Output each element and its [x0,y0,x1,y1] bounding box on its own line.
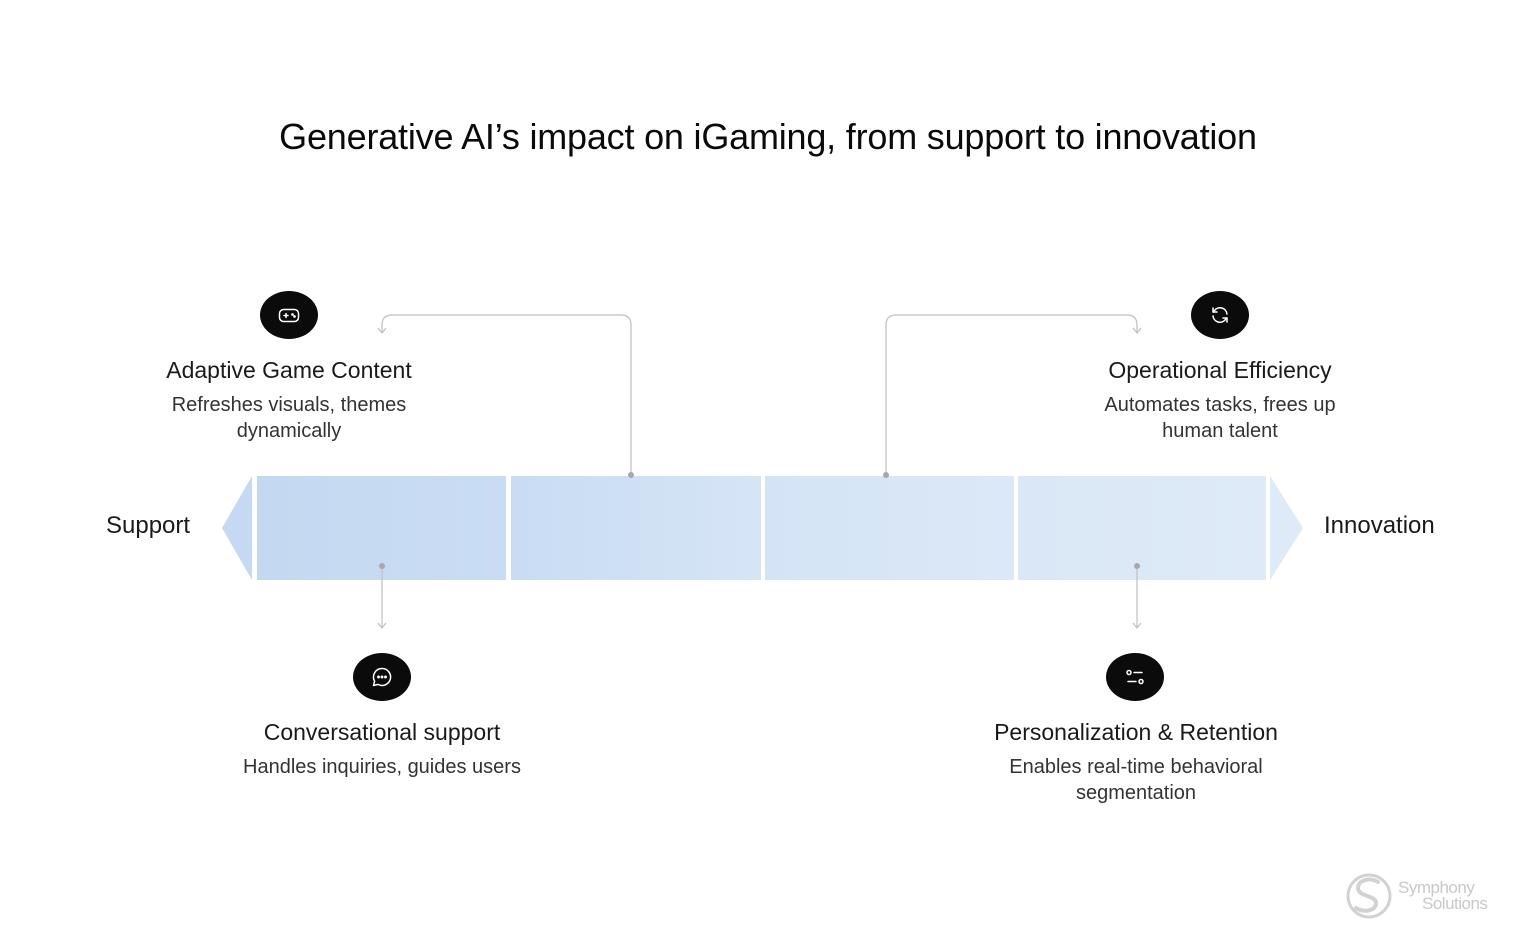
card-conversational-support: Conversational support Handles inquiries… [192,719,572,780]
connector-personalization [1132,566,1142,630]
chat-icon [353,653,411,701]
card-description: Refreshes visuals, themes dynamically [171,394,407,442]
bar-segment-4 [1018,476,1266,580]
connector-adaptive [377,314,632,475]
card-description: Handles inquiries, guides users [243,756,521,778]
logo-line-1: Symphony [1398,878,1475,897]
connector-conversational [377,566,387,630]
card-adaptive-game-content: Adaptive Game Content Refreshes visuals,… [99,357,479,444]
card-title: Operational Efficiency [1108,357,1332,383]
card-operational-efficiency: Operational Efficiency Automates tasks, … [1030,357,1410,444]
end-arrow [1270,476,1303,580]
support-label: Support [106,512,191,539]
company-logo: Symphony Solutions [1344,868,1504,924]
card-title: Adaptive Game Content [166,357,412,383]
gamepad-icon [260,291,318,339]
bar-segment-1 [257,476,506,580]
sliders-icon [1106,653,1164,701]
logo-line-2: Solutions [1422,894,1488,913]
bar-segment-3 [765,476,1014,580]
innovation-label: Innovation [1324,512,1435,539]
card-description: Automates tasks, frees up human talent [1104,394,1336,442]
card-personalization-retention: Personalization & Retention Enables real… [946,719,1326,806]
connector-operational [885,314,1142,475]
page-title: Generative AI’s impact on iGaming, from … [279,116,1257,157]
refresh-icon [1191,291,1249,339]
bar-segment-2 [511,476,761,580]
card-description: Enables real-time behavioral segmentatio… [1009,756,1263,804]
logo-mark-icon [1346,873,1392,919]
card-title: Personalization & Retention [994,719,1278,745]
start-arrow [222,476,252,580]
card-title: Conversational support [263,719,501,745]
